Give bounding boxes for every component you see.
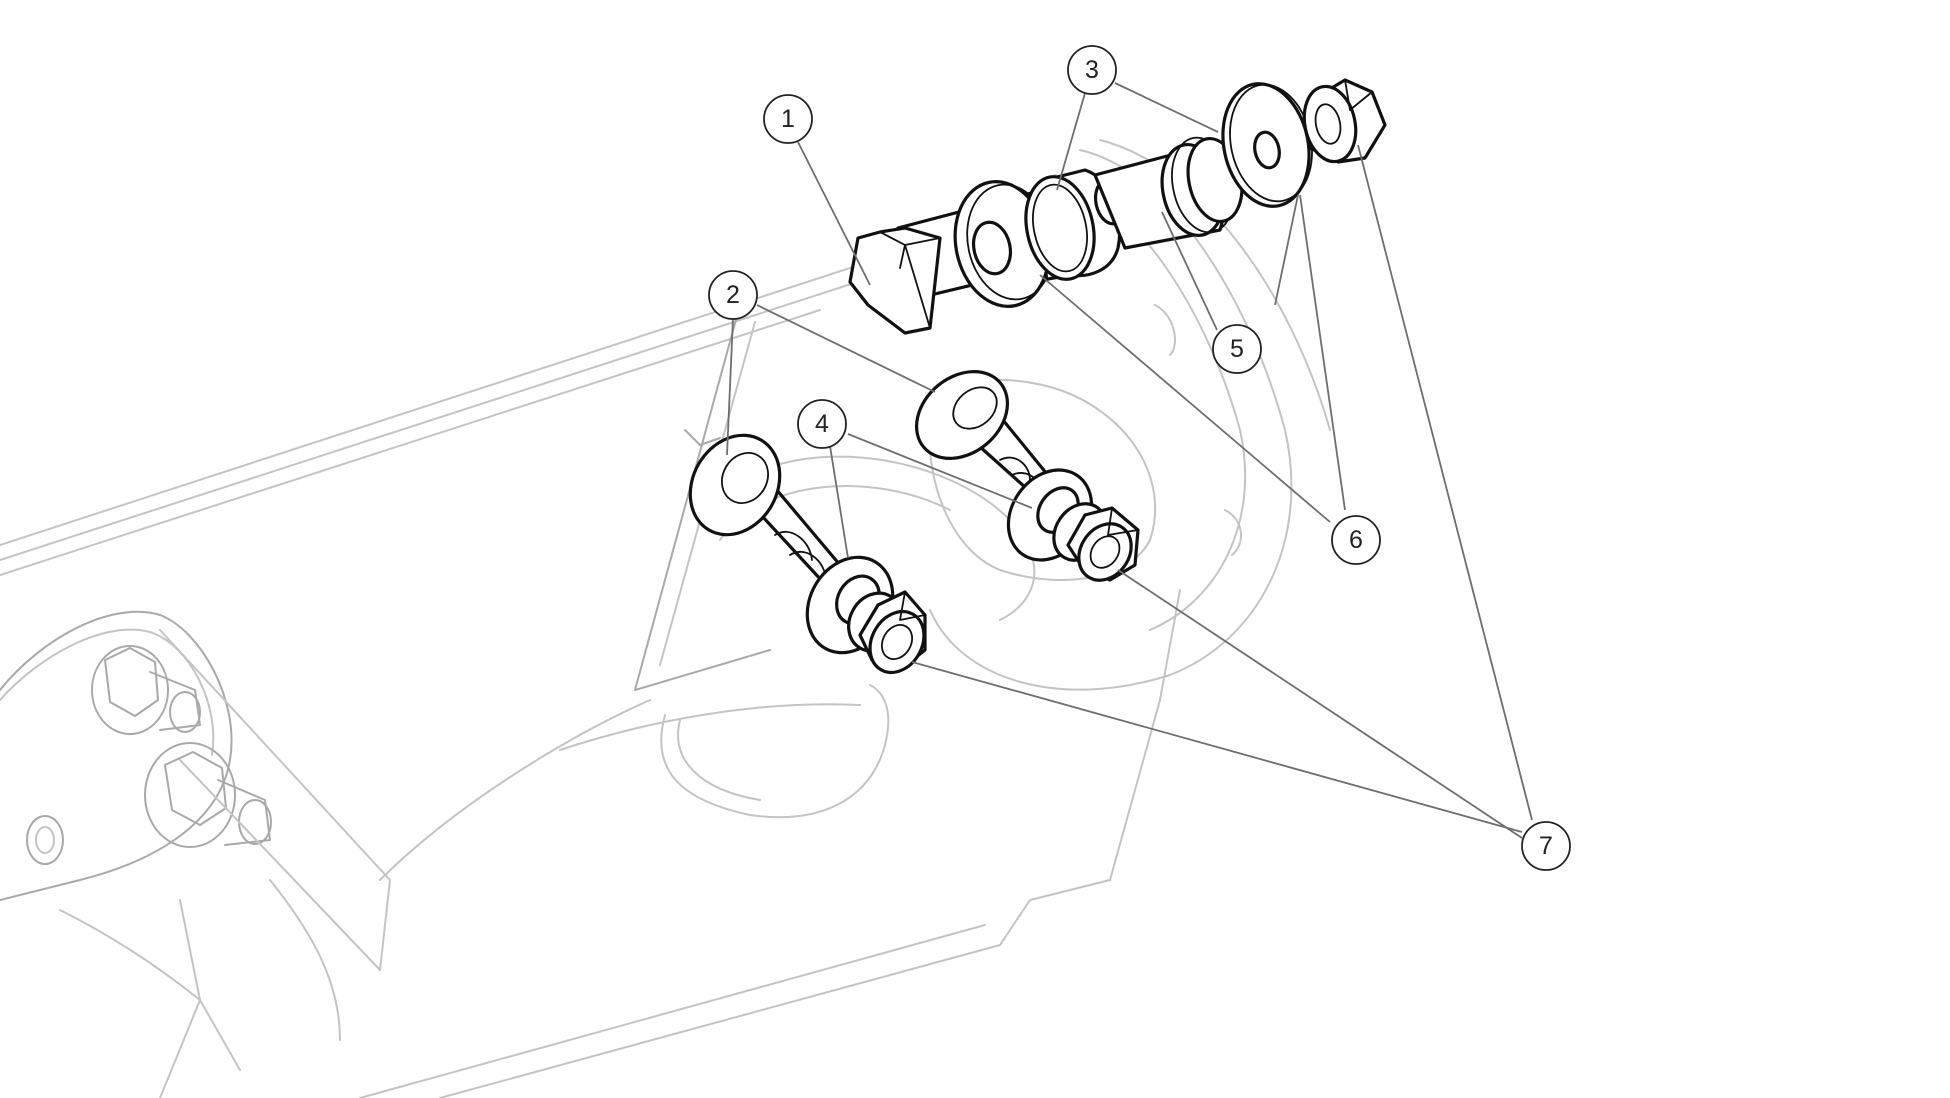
leader-2b bbox=[756, 304, 936, 393]
callout-3-label: 3 bbox=[1085, 56, 1099, 84]
leader-2a bbox=[726, 317, 734, 456]
leader-6b bbox=[1299, 194, 1346, 511]
leader-lines bbox=[726, 82, 1533, 839]
leader-3b bbox=[1114, 82, 1219, 133]
flange-screw-right bbox=[914, 370, 1062, 507]
leader-6a bbox=[1039, 274, 1331, 523]
sleeve-top bbox=[1093, 136, 1244, 250]
flange-screw-left bbox=[688, 433, 842, 597]
callout-6-label: 6 bbox=[1349, 526, 1363, 554]
leader-7c bbox=[1357, 144, 1533, 821]
callout-2: 2 bbox=[708, 270, 758, 320]
lock-nut-top bbox=[1302, 78, 1387, 164]
callout-5: 5 bbox=[1212, 324, 1262, 374]
callout-4: 4 bbox=[797, 399, 847, 449]
callout-1-label: 1 bbox=[781, 105, 795, 133]
leader-7a bbox=[911, 661, 1523, 833]
callout-7-label: 7 bbox=[1539, 832, 1553, 860]
callout-6: 6 bbox=[1331, 515, 1381, 565]
leader-1 bbox=[797, 141, 871, 286]
leader-5 bbox=[1161, 211, 1218, 331]
leader-4a bbox=[829, 445, 849, 559]
callout-2-label: 2 bbox=[726, 281, 740, 309]
callout-7: 7 bbox=[1521, 821, 1571, 871]
leader-4b bbox=[847, 433, 1033, 509]
lock-nut-left bbox=[847, 590, 927, 675]
callout-3: 3 bbox=[1067, 45, 1117, 95]
leader-6c bbox=[1274, 194, 1299, 306]
leader-7b bbox=[1117, 569, 1523, 839]
callout-1: 1 bbox=[763, 94, 813, 144]
background-frame-outline bbox=[0, 139, 1331, 1098]
background-fittings-left bbox=[0, 610, 391, 1098]
lock-nut-right bbox=[1052, 502, 1140, 582]
callout-4-label: 4 bbox=[815, 410, 829, 438]
callout-5-label: 5 bbox=[1230, 335, 1244, 363]
leader-3a bbox=[1056, 92, 1086, 191]
